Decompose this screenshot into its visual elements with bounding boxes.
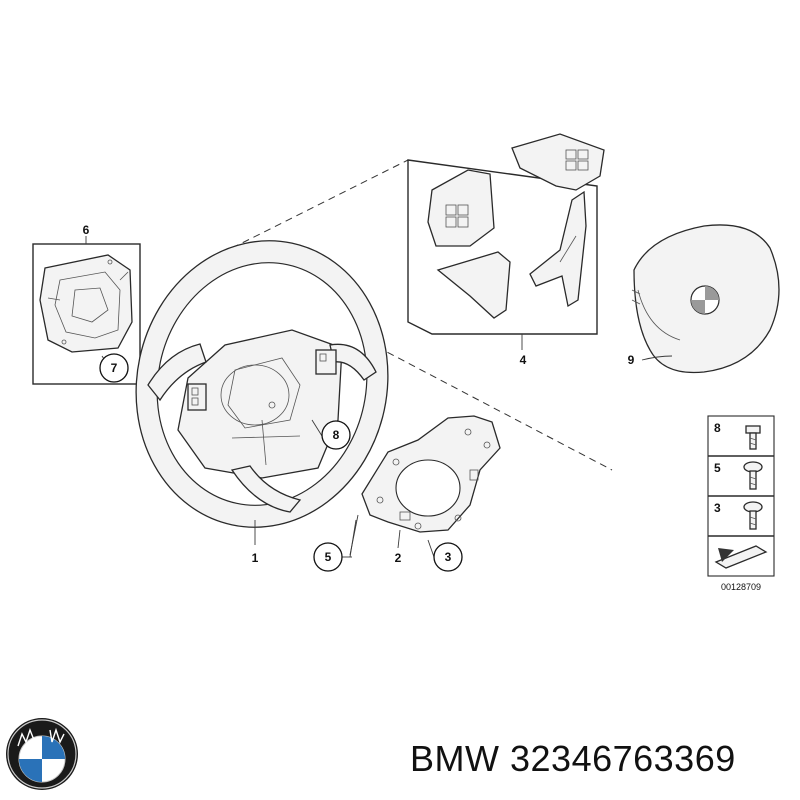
screw-3-icon — [743, 501, 763, 530]
callout-1: 1 — [252, 551, 259, 565]
callout-8: 8 — [333, 428, 340, 442]
callout-3: 3 — [445, 550, 452, 564]
direction-arrow-icon — [714, 545, 768, 569]
bmw-logo — [6, 718, 78, 790]
bolt-8-icon — [745, 425, 761, 450]
callout-5: 5 — [325, 550, 332, 564]
part-8-leader — [311, 419, 323, 437]
part-number: 32346763369 — [510, 738, 736, 779]
callout-9: 9 — [628, 353, 635, 367]
reference-code: 00128709 — [721, 582, 761, 592]
part-1-steering-wheel — [135, 240, 389, 545]
table-label-5: 5 — [714, 461, 721, 475]
callout-7-circle — [99, 353, 129, 383]
callout-7: 7 — [111, 361, 118, 375]
callout-8-circle — [321, 420, 351, 450]
screw-5-icon — [743, 461, 763, 490]
callout-6: 6 — [83, 223, 90, 237]
part-2-mounting-plate — [349, 415, 501, 556]
part-6-clock-spring — [32, 236, 141, 385]
part-9-airbag — [631, 224, 780, 374]
fastener-table — [707, 415, 775, 577]
brand-name: BMW — [410, 738, 500, 779]
part-4-trim-group — [407, 133, 605, 350]
table-label-8: 8 — [714, 421, 721, 435]
table-label-3: 3 — [714, 501, 721, 515]
callout-2: 2 — [395, 551, 402, 565]
dashed-guides — [231, 159, 613, 471]
callout-3-circle — [433, 542, 463, 572]
callout-4: 4 — [520, 353, 527, 367]
part-number-caption: BMW 32346763369 — [410, 738, 736, 780]
callout-5-circle — [313, 542, 343, 572]
